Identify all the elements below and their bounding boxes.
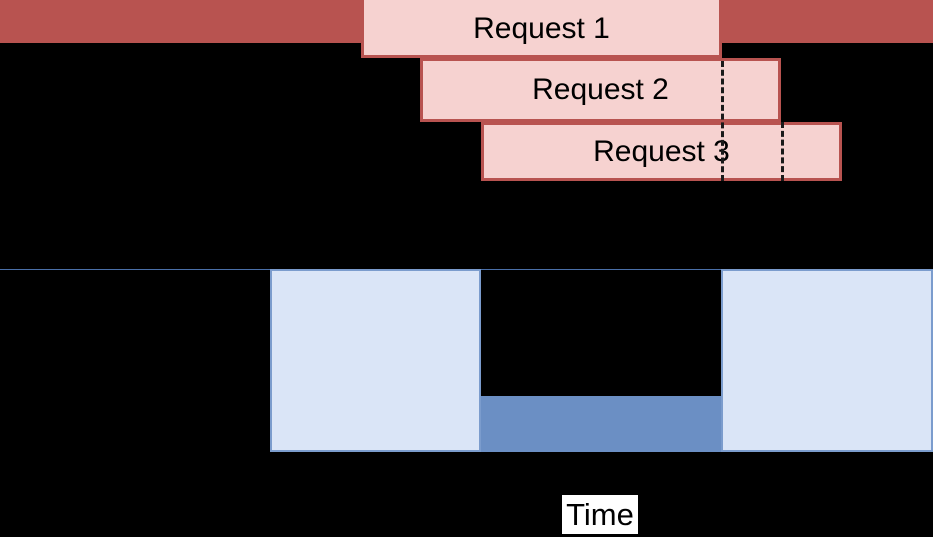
axis-tick-4 bbox=[721, 265, 724, 269]
dashed-guide-line-2 bbox=[781, 122, 784, 181]
chart-bar-interval-3[interactable] bbox=[721, 269, 933, 452]
request-label-1: Request 1 bbox=[473, 12, 610, 45]
request-box-3[interactable]: Request 3 bbox=[481, 122, 842, 181]
chart-bar-interval-2-top-edge bbox=[481, 269, 721, 270]
axis-tick-3 bbox=[481, 265, 484, 269]
axis-tick-5 bbox=[781, 265, 784, 269]
request-label-2: Request 2 bbox=[532, 73, 669, 106]
request-label-3: Request 3 bbox=[593, 134, 730, 168]
request-box-2[interactable]: Request 2 bbox=[420, 58, 781, 122]
chart-bar-interval-1[interactable] bbox=[270, 269, 481, 452]
axis-tick-6 bbox=[841, 265, 844, 269]
chart-bar-interval-2-utilization[interactable] bbox=[481, 396, 721, 452]
dashed-guide-line-1 bbox=[721, 61, 724, 181]
axis-tick-2 bbox=[421, 265, 424, 269]
axis-tick-1 bbox=[361, 265, 364, 269]
x-axis-label: Time bbox=[562, 495, 638, 534]
request-box-1[interactable]: Request 1 bbox=[361, 0, 722, 58]
